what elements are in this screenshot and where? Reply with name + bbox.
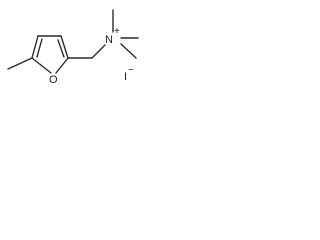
bond-c5-c4-double	[36, 38, 43, 58]
bond-c5-c4	[31, 35, 39, 59]
bond-c5-o1	[31, 57, 52, 74]
nitrogen-atom-label: N	[105, 34, 113, 46]
iodine-atom-label: I	[124, 71, 127, 83]
chemical-structure-diagram: O N + I −	[7, 9, 139, 86]
bond-c3-c2-double	[57, 39, 65, 58]
oxygen-atom-label: O	[49, 74, 58, 86]
bond-c2-o1	[55, 57, 69, 74]
bond-c3-c2	[60, 35, 69, 59]
nitrogen-positive-charge: +	[114, 26, 120, 37]
iodide-negative-charge: −	[128, 65, 134, 76]
bond-n-methyl-down	[120, 43, 137, 59]
bond-ch2-n	[91, 44, 106, 59]
bond-methyl-c5	[7, 57, 33, 70]
